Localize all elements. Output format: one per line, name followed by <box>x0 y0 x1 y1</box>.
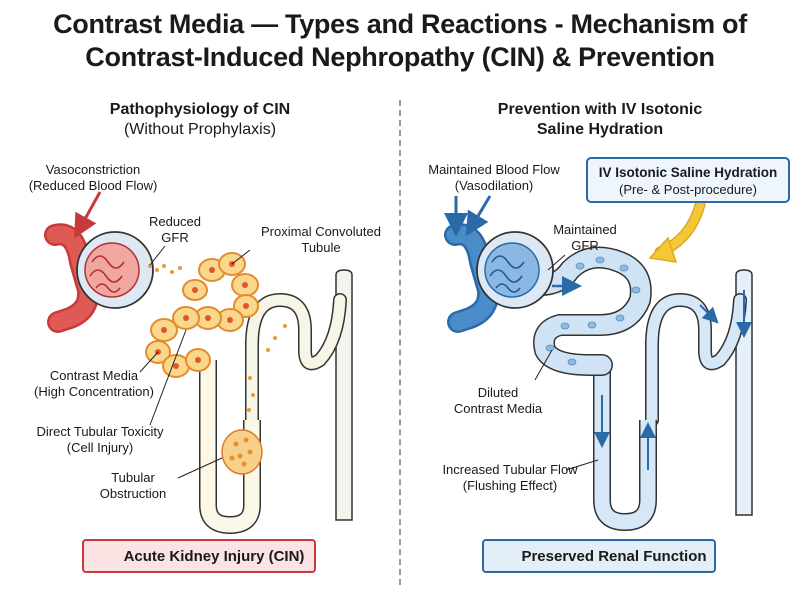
outcome-bad-label: Acute Kidney Injury (CIN) <box>123 547 305 565</box>
panel-divider <box>399 100 401 585</box>
left-subheading: (Without Prophylaxis) <box>123 121 277 138</box>
label-diluted-contrast: Diluted Contrast Media <box>453 385 543 416</box>
saline-hydration-callout: IV Isotonic Saline Hydration (Pre- & Pos… <box>586 157 790 203</box>
title-line-2: Contrast-Induced Nephropathy (CIN) & Pre… <box>85 42 715 72</box>
left-nephron <box>44 191 353 535</box>
title-line-1: Contrast Media — Types and Reactions - M… <box>53 9 747 39</box>
label-maintained-blood-flow: Maintained Blood Flow (Vasodilation) <box>428 162 560 193</box>
outcome-acute-kidney-injury: Acute Kidney Injury (CIN) <box>82 539 316 573</box>
right-glomerulus <box>484 242 540 298</box>
right-panel-heading: Prevention with IV Isotonic Saline Hydra… <box>400 100 800 140</box>
vasoconstriction-arrow <box>74 191 102 239</box>
label-tubular-obstruction: Tubular Obstruction <box>99 470 167 501</box>
callout-subtitle: (Pre- & Post-procedure) <box>619 182 757 197</box>
right-heading-line-1: Prevention with IV Isotonic <box>497 101 703 118</box>
flush-arrow-3 <box>699 304 719 324</box>
left-glomerulus <box>84 242 140 298</box>
left-tubular-obstruction <box>221 429 263 475</box>
label-contrast-media: Contrast Media (High Concentration) <box>34 368 154 399</box>
left-heading: Pathophysiology of CIN <box>109 101 291 118</box>
label-increased-tubular-flow: Increased Tubular Flow (Flushing Effect) <box>442 462 578 493</box>
left-panel-heading: Pathophysiology of CIN (Without Prophyla… <box>0 100 400 140</box>
outcome-good-label: Preserved Renal Function <box>521 547 707 565</box>
blood-flow-arrow-2 <box>465 195 492 237</box>
diagram-title: Contrast Media — Types and Reactions - M… <box>0 8 800 74</box>
label-reduced-gfr: Reduced GFR <box>148 214 202 245</box>
label-direct-toxicity: Direct Tubular Toxicity (Cell Injury) <box>36 424 164 455</box>
label-maintained-gfr: Maintained GFR <box>553 222 617 253</box>
right-heading-line-2: Saline Hydration <box>536 121 664 138</box>
callout-title: IV Isotonic Saline Hydration <box>598 165 778 180</box>
label-vasoconstriction: Vasoconstriction (Reduced Blood Flow) <box>28 162 158 193</box>
outcome-preserved-renal-function: Preserved Renal Function <box>482 539 716 573</box>
right-nephron <box>444 195 753 532</box>
label-proximal-tubule: Proximal Convoluted Tubule <box>261 224 381 255</box>
left-proximal-tubule-cells <box>145 252 259 378</box>
